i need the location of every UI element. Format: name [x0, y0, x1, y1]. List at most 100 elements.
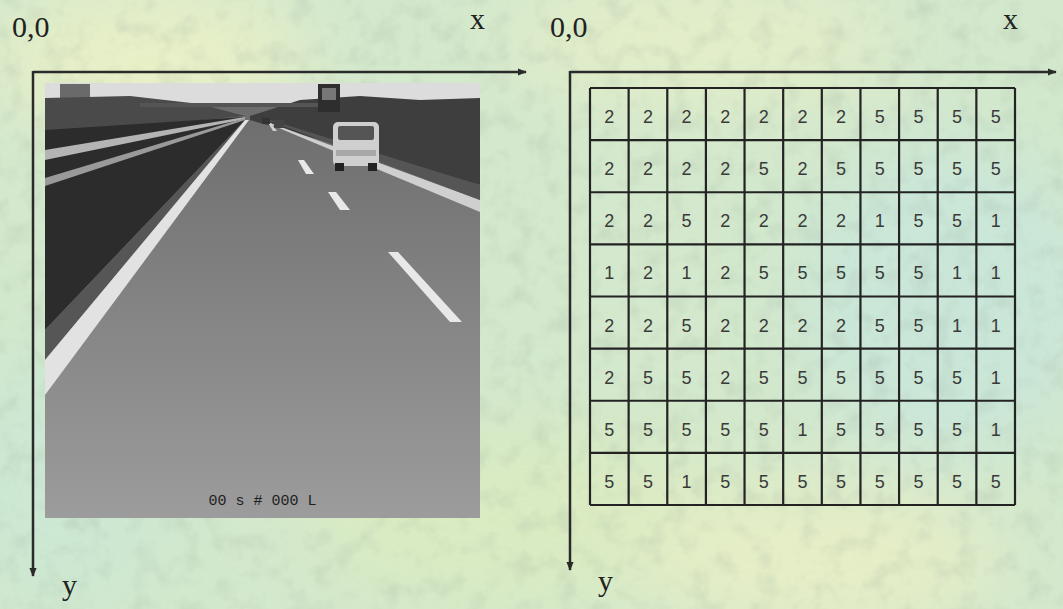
table-cell: 2 [785, 108, 820, 126]
table-cell: 5 [592, 473, 627, 491]
axis-label: x [1003, 4, 1018, 34]
grid-line [590, 87, 1015, 89]
table-cell: 2 [592, 108, 627, 126]
table-cell: 1 [978, 212, 1013, 230]
table-cell: 5 [862, 108, 897, 126]
table-cell: 1 [669, 473, 704, 491]
axis-label: y [62, 570, 77, 600]
table-cell: 5 [824, 421, 859, 439]
table-cell: 5 [747, 160, 782, 178]
table-cell: 5 [862, 421, 897, 439]
table-cell: 2 [824, 108, 859, 126]
grid-line [590, 139, 1015, 141]
table-cell: 5 [862, 264, 897, 282]
table-cell: 5 [631, 369, 666, 387]
table-cell: 1 [862, 212, 897, 230]
table-cell: 2 [669, 160, 704, 178]
table-cell: 2 [631, 317, 666, 335]
table-cell: 2 [708, 108, 743, 126]
table-cell: 5 [940, 473, 975, 491]
table-cell: 5 [901, 264, 936, 282]
table-cell: 2 [592, 212, 627, 230]
grid-line [590, 452, 1015, 454]
table-cell: 2 [669, 108, 704, 126]
table-cell: 5 [747, 421, 782, 439]
table-cell: 2 [747, 108, 782, 126]
table-cell: 2 [785, 160, 820, 178]
table-cell: 1 [785, 421, 820, 439]
car [333, 122, 379, 171]
origin-label: 0,0 [12, 12, 50, 42]
table-cell: 2 [708, 317, 743, 335]
table-cell: 5 [669, 369, 704, 387]
table-cell: 5 [631, 473, 666, 491]
table-cell: 2 [785, 317, 820, 335]
table-cell: 1 [978, 264, 1013, 282]
table-cell: 5 [940, 421, 975, 439]
grid-line [590, 295, 1015, 297]
table-cell: 2 [631, 108, 666, 126]
table-cell: 5 [708, 421, 743, 439]
grid-line [590, 504, 1015, 506]
table-cell: 2 [592, 317, 627, 335]
table-cell: 1 [940, 264, 975, 282]
table-cell: 5 [901, 421, 936, 439]
table-cell: 5 [940, 108, 975, 126]
table-cell: 2 [824, 317, 859, 335]
table-cell: 5 [824, 369, 859, 387]
table-cell: 2 [631, 264, 666, 282]
table-cell: 5 [862, 369, 897, 387]
table-cell: 2 [708, 160, 743, 178]
table-cell: 1 [978, 421, 1013, 439]
table-cell: 5 [862, 317, 897, 335]
grid-lines [590, 88, 1015, 505]
table-cell: 5 [978, 160, 1013, 178]
table-cell: 2 [708, 264, 743, 282]
table-cell: 5 [785, 264, 820, 282]
axis-left [33, 71, 526, 576]
table-cell: 5 [940, 212, 975, 230]
table-cell: 5 [669, 212, 704, 230]
grid-line [590, 400, 1015, 402]
table-cell: 2 [747, 212, 782, 230]
origin-label: 0,0 [550, 12, 588, 42]
table-cell: 5 [862, 473, 897, 491]
axis-right [570, 71, 1056, 570]
table-cell: 5 [592, 421, 627, 439]
table-cell: 5 [785, 473, 820, 491]
table-cell: 5 [901, 212, 936, 230]
table-cell: 5 [824, 160, 859, 178]
table-cell: 2 [592, 369, 627, 387]
table-cell: 1 [592, 264, 627, 282]
table-cell: 5 [669, 421, 704, 439]
table-cell: 2 [708, 369, 743, 387]
grid-line [590, 243, 1015, 245]
table-cell: 5 [747, 473, 782, 491]
table-cell: 2 [708, 212, 743, 230]
video-timestamp: 00 s # 000 L [45, 494, 480, 509]
table-cell: 2 [631, 160, 666, 178]
table-cell: 5 [631, 421, 666, 439]
grid-line [590, 191, 1015, 193]
table-cell: 5 [708, 473, 743, 491]
table-cell: 5 [901, 473, 936, 491]
table-cell: 5 [785, 369, 820, 387]
table-cell: 2 [592, 160, 627, 178]
table-cell: 2 [824, 212, 859, 230]
road-photo [45, 83, 480, 518]
axis-label: x [470, 4, 485, 34]
table-cell: 5 [669, 317, 704, 335]
table-cell: 5 [747, 369, 782, 387]
table-cell: 1 [940, 317, 975, 335]
table-cell: 5 [862, 160, 897, 178]
table-cell: 2 [747, 317, 782, 335]
table-cell: 1 [978, 369, 1013, 387]
table-cell: 5 [978, 108, 1013, 126]
table-cell: 2 [785, 212, 820, 230]
grid-line [590, 348, 1015, 350]
table-cell: 5 [940, 369, 975, 387]
table-cell: 1 [669, 264, 704, 282]
table-cell: 1 [978, 317, 1013, 335]
table-cell: 5 [901, 317, 936, 335]
